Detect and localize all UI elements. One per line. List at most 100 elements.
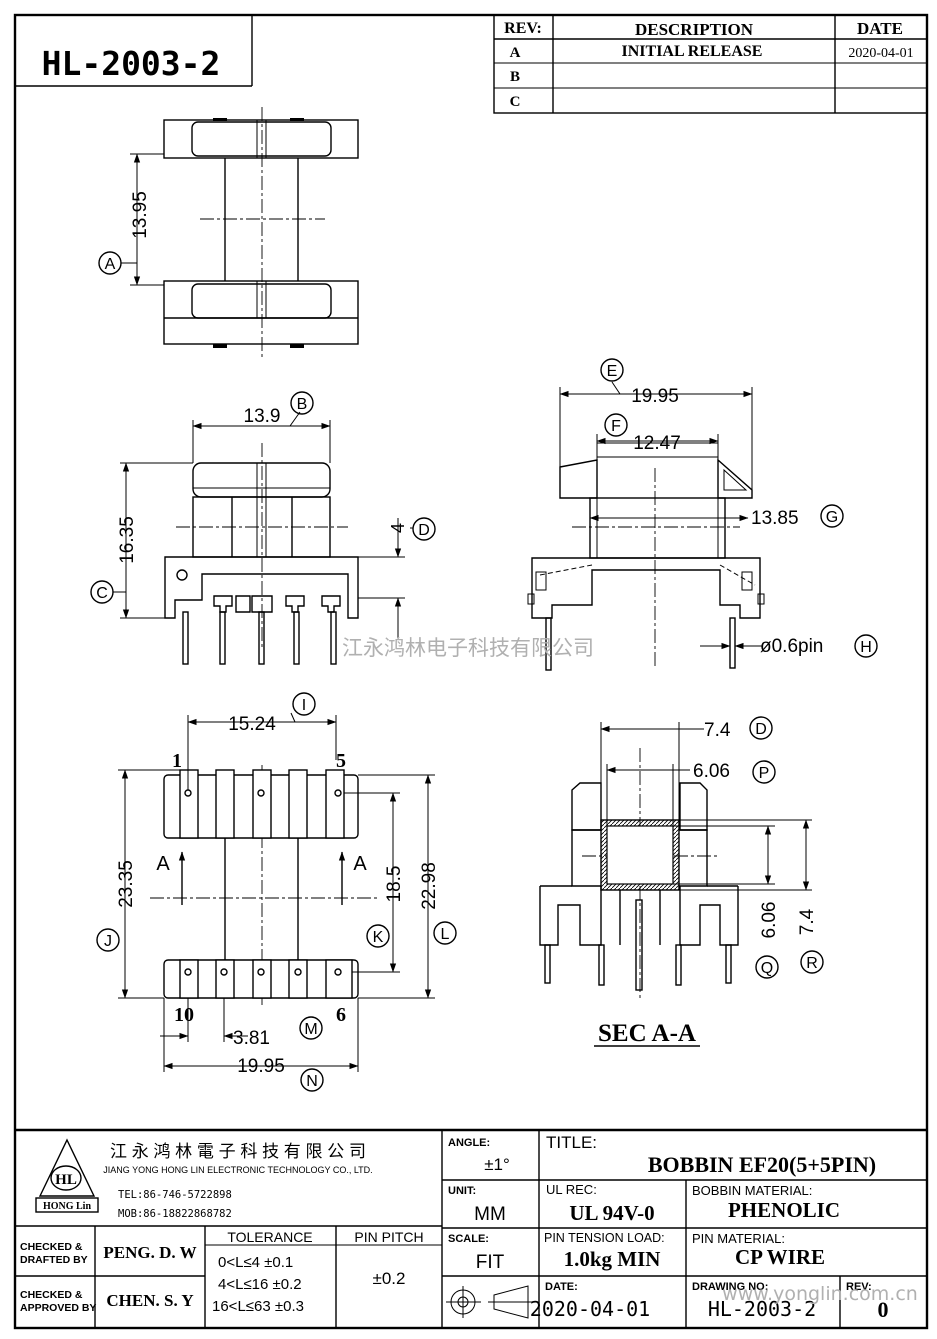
checked-approved-label-2: APPROVED BY xyxy=(20,1302,96,1314)
pin-1-label: 1 xyxy=(172,750,182,772)
dim-h-value: ø0.6pin xyxy=(760,636,823,657)
tag-k: K xyxy=(373,929,384,946)
pin-tension-value: 1.0kg MIN xyxy=(564,1247,661,1271)
approved-by-value: CHEN. S. Y xyxy=(106,1291,193,1310)
rev-row-a: A xyxy=(510,45,521,61)
side-view: 19.95 E 12.47 F 13.85 G ø0.6pin H xyxy=(527,358,878,671)
watermark-center: 江永鸿林电子科技有限公司 xyxy=(342,636,594,660)
rev-header: REV: xyxy=(504,20,542,37)
pin-tension-label: PIN TENSION LOAD: xyxy=(544,1231,665,1245)
section-title: SEC A-A xyxy=(598,1020,696,1047)
tag-j: J xyxy=(104,933,112,950)
rev-label: REV: xyxy=(846,1281,872,1293)
rev-row-a-description: INITIAL RELEASE xyxy=(622,43,763,60)
revision-table: REV: DESCRIPTION DATE A INITIAL RELEASE … xyxy=(493,14,928,114)
dim-e-value: 19.95 xyxy=(631,386,679,407)
bobbin-material-label: BOBBIN MATERIAL: xyxy=(692,1183,812,1198)
ul-label: UL REC: xyxy=(546,1182,597,1197)
checked-drafted-label-2: DRAFTED BY xyxy=(20,1254,88,1266)
dim-i-value: 15.24 xyxy=(228,714,276,735)
tag-f: F xyxy=(611,418,621,435)
dim-d2-value: 7.4 xyxy=(704,720,731,741)
dim-g-value: 13.85 xyxy=(751,508,799,529)
dim-a-value: 13.95 xyxy=(130,191,151,239)
tag-n: N xyxy=(306,1073,318,1090)
dim-j-value: 23.35 xyxy=(116,860,137,908)
logo-sub-text: HONG Lin xyxy=(43,1201,92,1212)
pin-material-value: CP WIRE xyxy=(735,1245,825,1269)
dim-k-value: 18.5 xyxy=(384,866,405,903)
rev-value: 0 xyxy=(878,1297,889,1322)
pin-10-label: 10 xyxy=(174,1004,194,1026)
scale-value: FIT xyxy=(476,1252,505,1273)
drawing-number-header: HL-2003-2 xyxy=(42,44,221,83)
angle-label: ANGLE: xyxy=(448,1137,490,1149)
company-logo: HL HONG Lin xyxy=(35,1138,99,1213)
pin-pitch-value: ±0.2 xyxy=(373,1269,406,1288)
tag-b: B xyxy=(297,396,308,413)
tag-g: G xyxy=(826,509,838,526)
company-name-cn: 江 永 鸿 林 電 子 科 技 有 限 公 司 xyxy=(110,1142,366,1161)
unit-label: UNIT: xyxy=(448,1185,476,1197)
tolerance-row-2: 4<L≤16 ±0.2 xyxy=(218,1276,302,1293)
dim-c-value: 16.35 xyxy=(117,516,138,564)
title-block: HL HONG Lin 江 永 鸿 林 電 子 科 技 有 限 公 司 JIAN… xyxy=(15,1128,927,1328)
bottom-view: 1 5 10 6 A A 15.24 I 23.35 J 18.5 K 2 xyxy=(96,692,457,1092)
scale-label: SCALE: xyxy=(448,1233,489,1245)
pin-6-label: 6 xyxy=(336,1004,346,1026)
title-label: TITLE: xyxy=(546,1133,597,1152)
date-value: 2020-04-01 xyxy=(530,1297,650,1321)
drawing-no-value: HL-2003-2 xyxy=(708,1297,816,1321)
date-label: DATE: xyxy=(545,1281,578,1293)
tag-i: I xyxy=(302,697,306,714)
tag-d: D xyxy=(418,522,430,539)
drafted-by-value: PENG. D. W xyxy=(103,1243,196,1262)
pin-5-label: 5 xyxy=(336,750,346,772)
dim-f-value: 12.47 xyxy=(633,433,681,454)
rev-row-b: B xyxy=(510,69,520,85)
rev-row-a-date: 2020-04-01 xyxy=(848,46,913,61)
rev-row-c: C xyxy=(510,94,521,110)
checked-drafted-label-1: CHECKED & xyxy=(20,1241,83,1253)
tag-c: C xyxy=(96,585,108,602)
tag-l: L xyxy=(441,926,450,943)
pin-pitch-label: PIN PITCH xyxy=(354,1229,423,1245)
company-mob: MOB:86-18822868782 xyxy=(118,1208,232,1220)
title-value: BOBBIN EF20(5+5PIN) xyxy=(648,1152,876,1177)
tag-e: E xyxy=(607,363,618,380)
unit-value: MM xyxy=(474,1204,506,1225)
date-header: DATE xyxy=(857,19,903,38)
tag-r: R xyxy=(806,955,818,972)
bobbin-material-value: PHENOLIC xyxy=(728,1198,840,1222)
front-view: 13.9 B 16.35 C 4 D xyxy=(90,391,436,665)
description-header: DESCRIPTION xyxy=(635,20,754,39)
company-tel: TEL:86-746-5722898 xyxy=(118,1189,232,1201)
tag-q: Q xyxy=(761,960,773,977)
tag-m: M xyxy=(304,1021,317,1038)
checked-approved-label-1: CHECKED & xyxy=(20,1289,83,1301)
tag-p: P xyxy=(759,765,770,782)
ul-value: UL 94V-0 xyxy=(569,1201,654,1225)
section-mark-right: A xyxy=(353,853,367,875)
tolerance-label: TOLERANCE xyxy=(227,1229,312,1245)
dim-q-value: 6.06 xyxy=(759,902,780,939)
sheet-border xyxy=(13,13,929,1330)
dim-l-value: 22.98 xyxy=(419,862,440,910)
tolerance-row-1: 0<L≤4 ±0.1 xyxy=(218,1254,293,1271)
drawing-no-label: DRAWING NO: xyxy=(692,1281,768,1293)
dim-b-value: 13.9 xyxy=(244,406,281,427)
projection-symbol-icon xyxy=(446,1285,534,1319)
top-view: 13.95 A xyxy=(98,107,359,357)
dim-n-value: 19.95 xyxy=(237,1056,285,1077)
tag-h: H xyxy=(860,639,872,656)
dim-r-value: 7.4 xyxy=(797,908,818,935)
watermark-bottom: www.yonglin.com.cn xyxy=(722,1283,918,1305)
company-name-en: JIANG YONG HONG LIN ELECTRONIC TECHNOLOG… xyxy=(103,1165,372,1175)
tag-a: A xyxy=(105,256,116,273)
logo-text: HL xyxy=(55,1172,77,1188)
angle-value: ±1° xyxy=(484,1155,510,1174)
section-view: 7.4 D 6.06 P 6.06 Q 7.4 R SEC A-A xyxy=(539,716,824,1047)
dim-d-value: 4 xyxy=(388,523,408,533)
section-mark-left: A xyxy=(156,853,170,875)
